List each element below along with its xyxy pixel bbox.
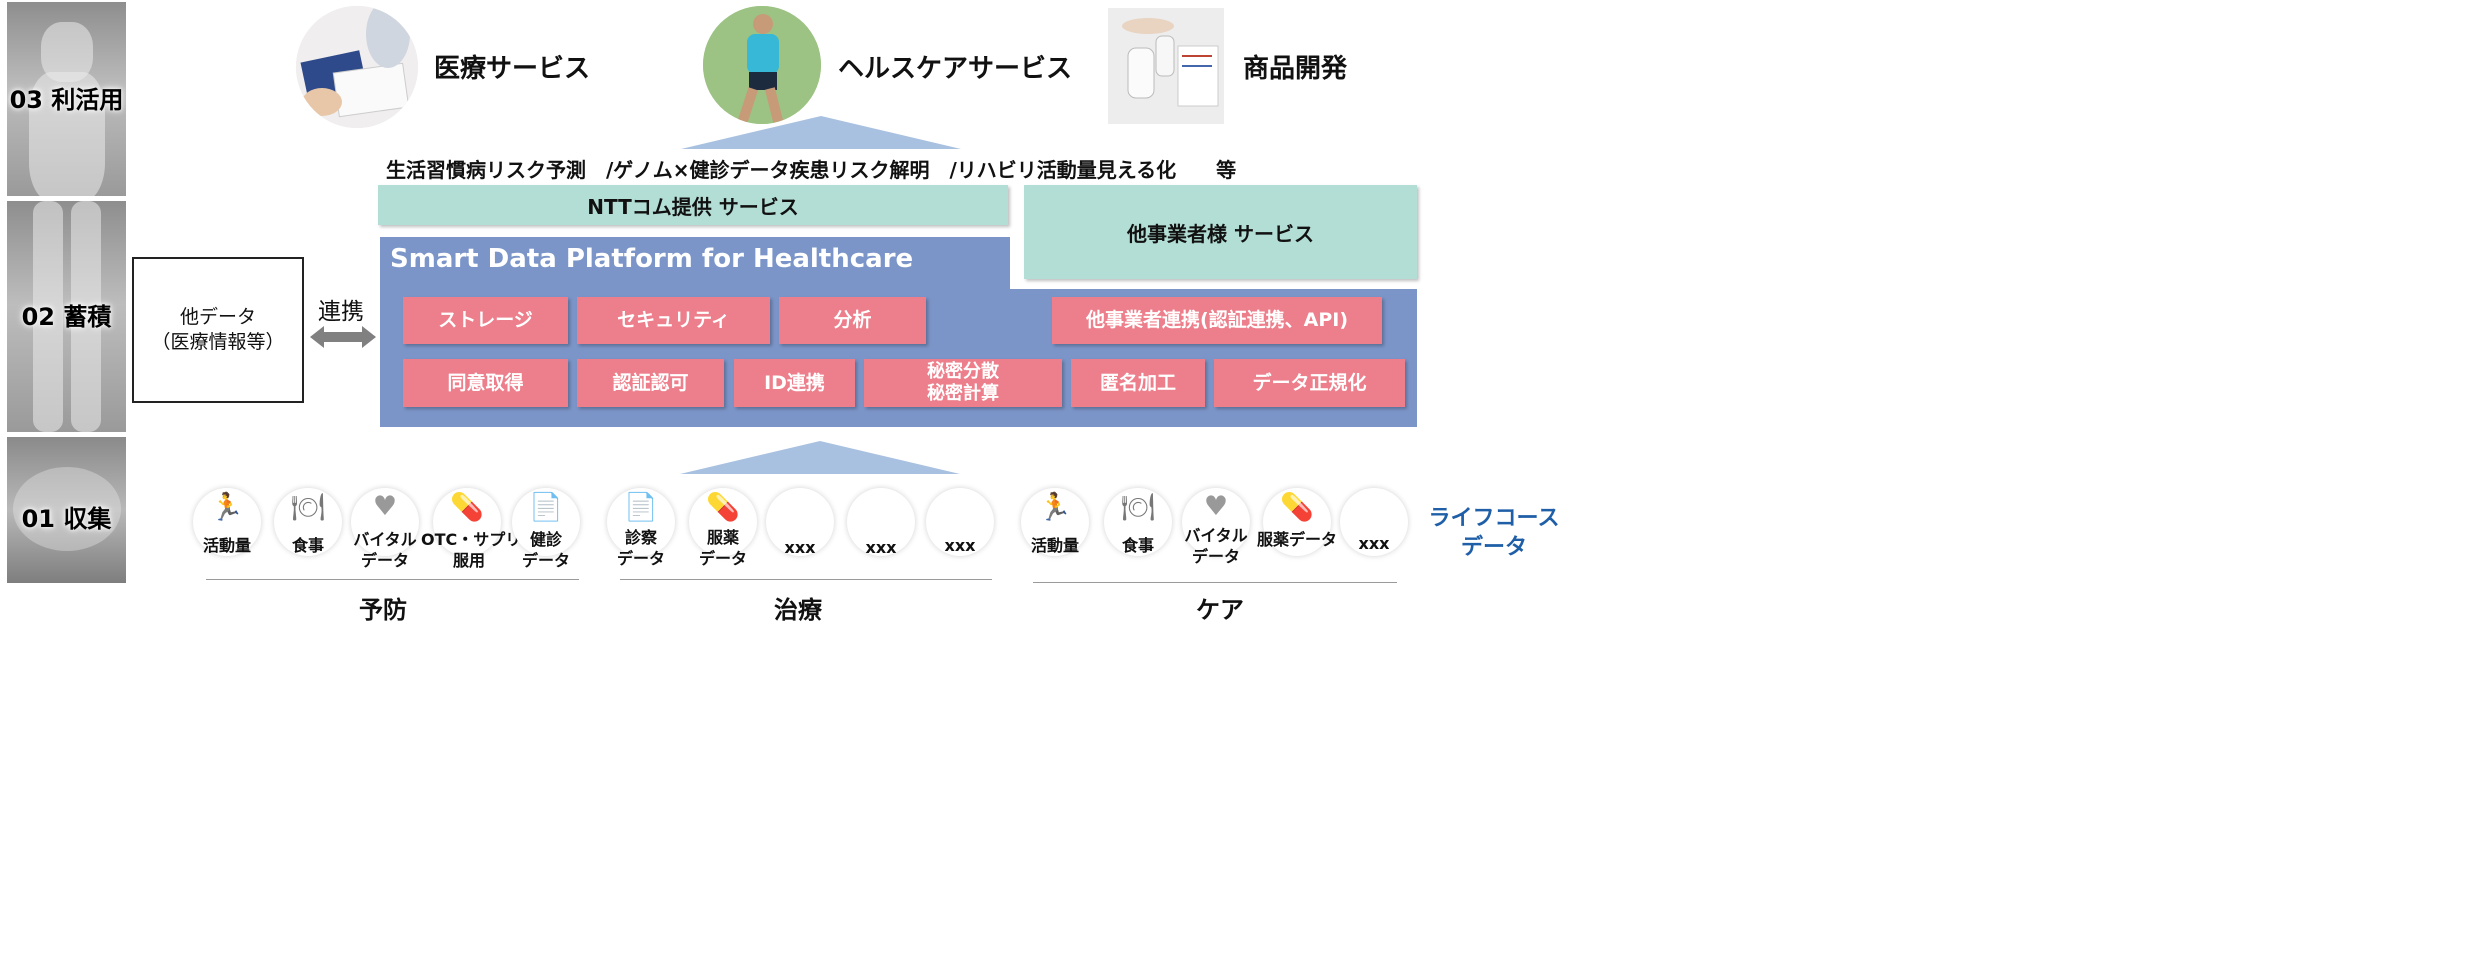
function-id-federation: ID連携 xyxy=(734,359,855,407)
document-icon: 📄 xyxy=(624,492,658,523)
heart-pulse-icon: ♥ xyxy=(372,491,398,522)
lifecourse-data-label: ライフコース データ xyxy=(1428,506,1560,560)
vital-data-source: ♥ xyxy=(351,488,419,556)
pill-capsule-icon: 💊 xyxy=(450,492,484,523)
data-source-label: 診察 データ xyxy=(616,528,665,568)
meal-data-source: 🍽 xyxy=(274,488,342,556)
flow-triangle-up xyxy=(680,441,960,474)
data-source-label: 活動量 xyxy=(1030,536,1079,555)
function-storage: ストレージ xyxy=(403,297,568,344)
meal-plate-icon: 🍽 xyxy=(1120,492,1156,523)
category-divider xyxy=(206,579,579,580)
function-consent: 同意取得 xyxy=(403,359,568,407)
other-data-label: 他データ xyxy=(179,306,256,329)
activity-data-source: 🏃 xyxy=(193,488,261,556)
link-label: 連携 xyxy=(318,299,364,325)
data-source-label: xxx xyxy=(1358,534,1390,553)
layer-utilization: 03 利活用 xyxy=(7,2,126,196)
human-figure-illustration xyxy=(29,72,105,196)
layer-label: 02 蓄積 xyxy=(21,303,112,331)
category-divider xyxy=(620,579,992,580)
data-source-label: 健診 データ xyxy=(521,530,570,570)
examination-data-source: 📄 xyxy=(607,488,675,556)
category-divider xyxy=(1033,582,1397,583)
ntt-service-box: NTTコム提供 サービス xyxy=(378,185,1008,225)
use-case-examples: 生活習慣病リスク予測 /ゲノム×健診データ疾患リスク解明 /リハビリ活動量見える… xyxy=(386,158,1237,182)
document-icon: 📄 xyxy=(529,492,563,523)
function-authorization: 認証認可 xyxy=(577,359,724,407)
data-source-label: バイタル データ xyxy=(353,530,417,570)
function-analysis: 分析 xyxy=(779,297,926,344)
platform-title: Smart Data Platform for Healthcare xyxy=(390,244,914,274)
service-label-medical: 医療サービス xyxy=(434,54,591,84)
otc-supplement-data-source: 💊 xyxy=(433,488,501,556)
running-person-icon: 🏃 xyxy=(210,492,244,523)
layer-storage: 02 蓄積 xyxy=(7,201,126,432)
flow-triangle-up xyxy=(681,116,961,149)
placeholder-data-source xyxy=(766,488,834,556)
other-data-box: 他データ （医療情報等） xyxy=(132,257,304,403)
vital-data-source: ♥ xyxy=(1182,488,1250,556)
pill-capsule-icon: 💊 xyxy=(1280,492,1314,523)
human-figure-illustration xyxy=(33,201,63,432)
function-anonymization: 匿名加工 xyxy=(1071,359,1205,407)
medical-service-photo xyxy=(296,6,418,128)
function-secret-sharing: 秘密分散 秘密計算 xyxy=(864,359,1062,407)
checkup-data-source: 📄 xyxy=(512,488,580,556)
medication-data-source: 💊 xyxy=(689,488,757,556)
medication-data-source: 💊 xyxy=(1263,488,1331,556)
platform-disc-illustration xyxy=(13,467,121,551)
meal-plate-icon: 🍽 xyxy=(290,492,326,523)
activity-data-source: 🏃 xyxy=(1021,488,1089,556)
category-prevention: 予防 xyxy=(359,596,407,624)
bidirectional-arrow-icon xyxy=(310,326,376,348)
other-data-sublabel: （医療情報等） xyxy=(151,331,285,353)
running-person-icon: 🏃 xyxy=(1038,492,1072,523)
data-source-label: バイタル データ xyxy=(1184,526,1248,566)
data-source-label: xxx xyxy=(784,538,816,557)
placeholder-data-source xyxy=(847,488,915,556)
function-partner-integration: 他事業者連携(認証連携、API) xyxy=(1052,297,1382,344)
data-source-label: 服薬データ xyxy=(1256,530,1337,549)
data-source-label: 活動量 xyxy=(202,536,251,555)
healthcare-service-photo xyxy=(703,6,821,124)
function-data-normalization: データ正規化 xyxy=(1214,359,1405,407)
data-source-label: xxx xyxy=(944,536,976,555)
category-care: ケア xyxy=(1196,596,1244,624)
function-security: セキュリティ xyxy=(577,297,770,344)
data-source-label: xxx xyxy=(865,538,897,557)
human-figure-illustration xyxy=(71,201,101,432)
heart-pulse-icon: ♥ xyxy=(1203,491,1229,522)
data-source-label: 服薬 データ xyxy=(698,528,747,568)
category-treatment: 治療 xyxy=(774,596,822,624)
layer-label: 01 収集 xyxy=(21,505,112,533)
layer-collection: 01 収集 xyxy=(7,437,126,583)
data-source-label: 食事 xyxy=(1121,536,1154,555)
placeholder-data-source xyxy=(926,488,994,556)
service-label-healthcare: ヘルスケアサービス xyxy=(838,54,1073,84)
product-development-photo xyxy=(1108,8,1224,124)
placeholder-data-source xyxy=(1340,488,1408,556)
layer-label: 03 利活用 xyxy=(9,86,124,114)
service-label-product: 商品開発 xyxy=(1243,54,1348,84)
data-source-label: 食事 xyxy=(291,536,324,555)
data-source-label: OTC・サプリ 服用 xyxy=(421,530,522,570)
meal-data-source: 🍽 xyxy=(1104,488,1172,556)
pill-capsule-icon: 💊 xyxy=(706,492,740,523)
other-provider-service-box: 他事業者様 サービス xyxy=(1024,185,1417,279)
